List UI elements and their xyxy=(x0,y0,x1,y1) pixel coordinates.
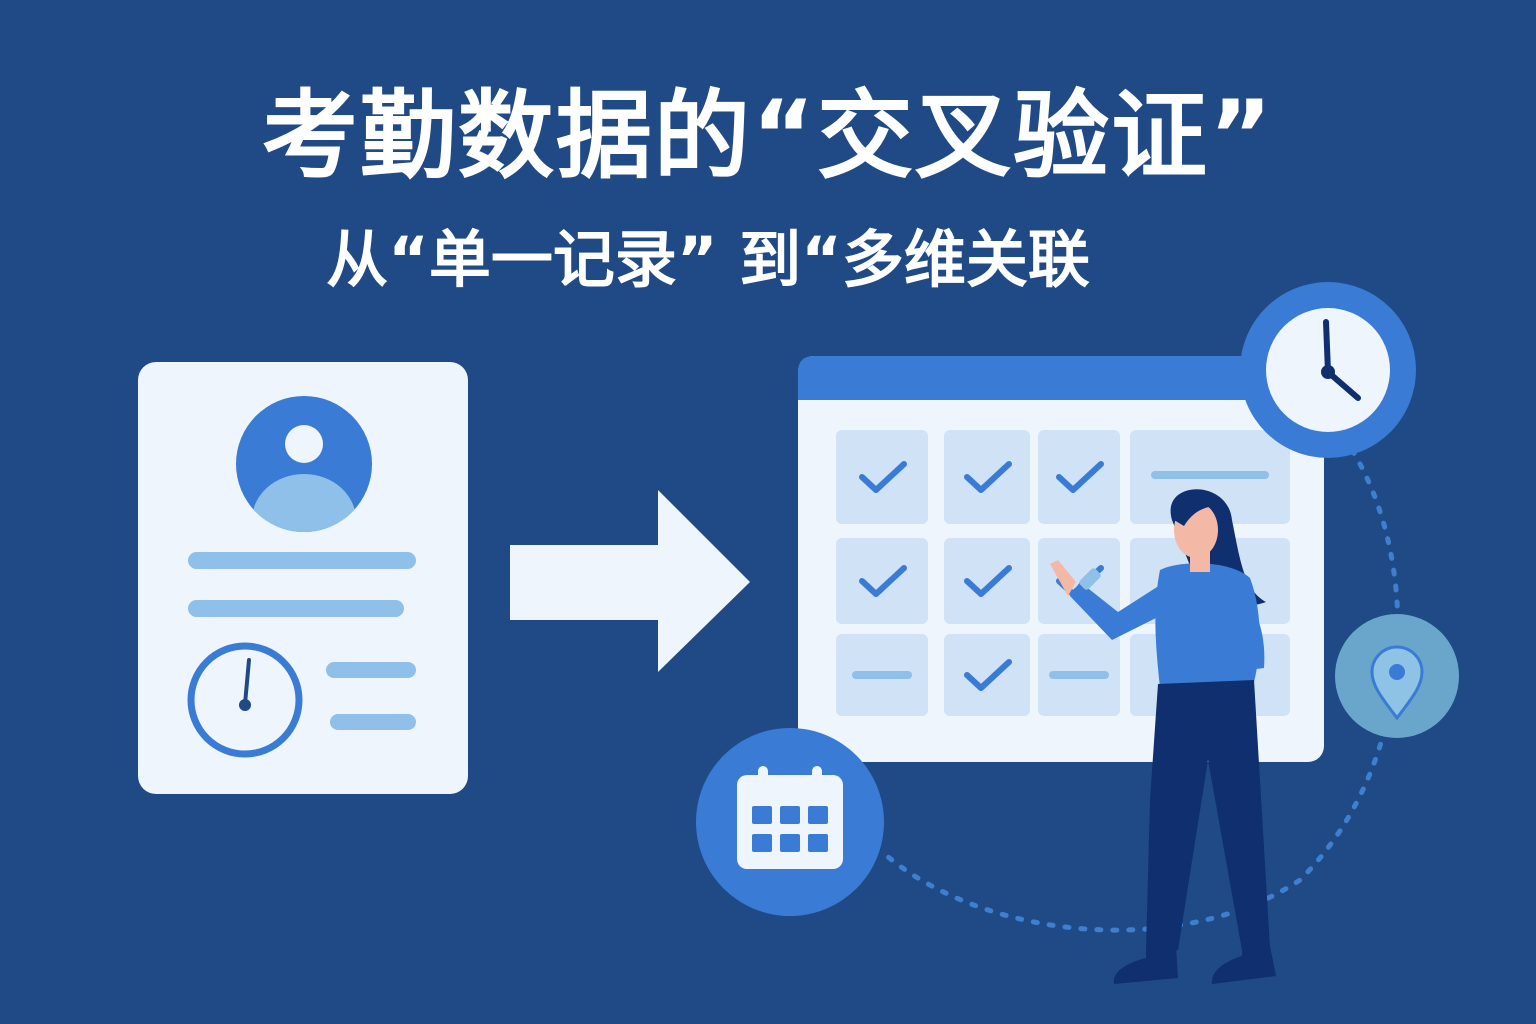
check-icon xyxy=(964,565,1012,597)
check-icon xyxy=(964,659,1012,691)
avatar-icon xyxy=(236,396,372,532)
profile-line xyxy=(330,714,416,730)
calendar-cell xyxy=(944,634,1030,716)
page-title: 考勤数据的“交叉验证” xyxy=(261,80,1275,192)
dash-mark xyxy=(1049,671,1109,679)
check-icon xyxy=(859,565,907,597)
profile-line xyxy=(188,600,404,617)
dash-mark xyxy=(1151,471,1269,479)
marker-pen xyxy=(1079,568,1101,590)
stopwatch-icon xyxy=(187,642,303,758)
calendar-cell xyxy=(1038,430,1120,524)
clock-icon xyxy=(1240,282,1416,458)
calendar-cell xyxy=(836,538,928,624)
dotted-connection-path xyxy=(877,447,1401,933)
check-icon xyxy=(964,461,1012,493)
employee-profile-icon xyxy=(138,362,468,794)
profile-line xyxy=(326,662,416,678)
check-icon xyxy=(1056,461,1104,493)
woman-checking-calendar-illustration xyxy=(1050,489,1276,984)
calendar-cell xyxy=(944,430,1030,524)
arrow-right-icon xyxy=(510,490,750,672)
calendar-cell xyxy=(836,430,928,524)
location-pin-icon xyxy=(1335,614,1459,738)
check-icon xyxy=(859,461,907,493)
dash-mark xyxy=(852,671,912,679)
calendar-icon xyxy=(696,728,884,916)
profile-line xyxy=(188,552,416,569)
calendar-cell xyxy=(944,538,1030,624)
page-subtitle: 从“单一记录” 到“多维关联 xyxy=(326,223,1090,296)
